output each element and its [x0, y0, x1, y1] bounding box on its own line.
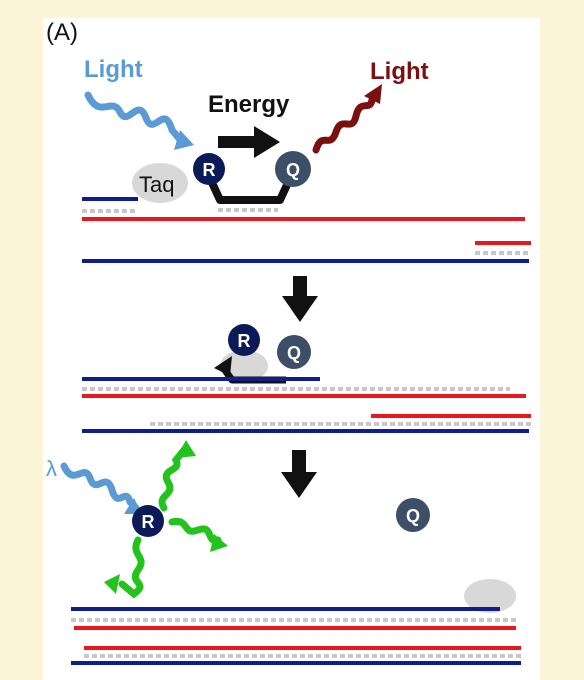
svg-text:Q: Q	[286, 160, 300, 180]
energy-arrow-icon	[218, 126, 280, 158]
svg-text:R: R	[203, 160, 216, 180]
light-wave-icon	[60, 462, 142, 514]
panel-label: (A)	[46, 19, 78, 46]
stage-1: Light Energy Light Taq R	[82, 56, 531, 263]
svg-text:R: R	[238, 331, 251, 351]
lambda-label: λ	[46, 456, 57, 481]
down-arrow-icon	[281, 450, 317, 498]
svg-text:Q: Q	[287, 343, 301, 363]
stage-3: λ R Q	[46, 440, 521, 665]
quencher-dye: Q	[275, 151, 311, 187]
svg-text:R: R	[142, 512, 155, 532]
fluorescence-wave-icon	[104, 536, 145, 599]
light-in-label: Light	[84, 56, 143, 83]
taq-polymerase	[132, 163, 188, 203]
reporter-dye: R	[132, 505, 164, 537]
svg-text:Q: Q	[406, 506, 420, 526]
quencher-dye: Q	[396, 498, 430, 532]
down-arrow-icon	[282, 276, 318, 322]
energy-label: Energy	[208, 91, 290, 118]
light-wave-icon	[84, 91, 194, 150]
fluorescence-wave-icon	[158, 440, 196, 512]
taq-label: Taq	[139, 172, 174, 197]
light-out-label: Light	[370, 58, 429, 85]
reporter-dye: R	[228, 324, 260, 356]
light-wave-icon	[312, 84, 382, 154]
quencher-dye: Q	[277, 335, 311, 369]
fluorescence-wave-icon	[168, 517, 228, 552]
taq-polymerase	[464, 579, 516, 613]
reporter-dye: R	[193, 153, 225, 185]
stage-2: R Q	[82, 324, 531, 433]
